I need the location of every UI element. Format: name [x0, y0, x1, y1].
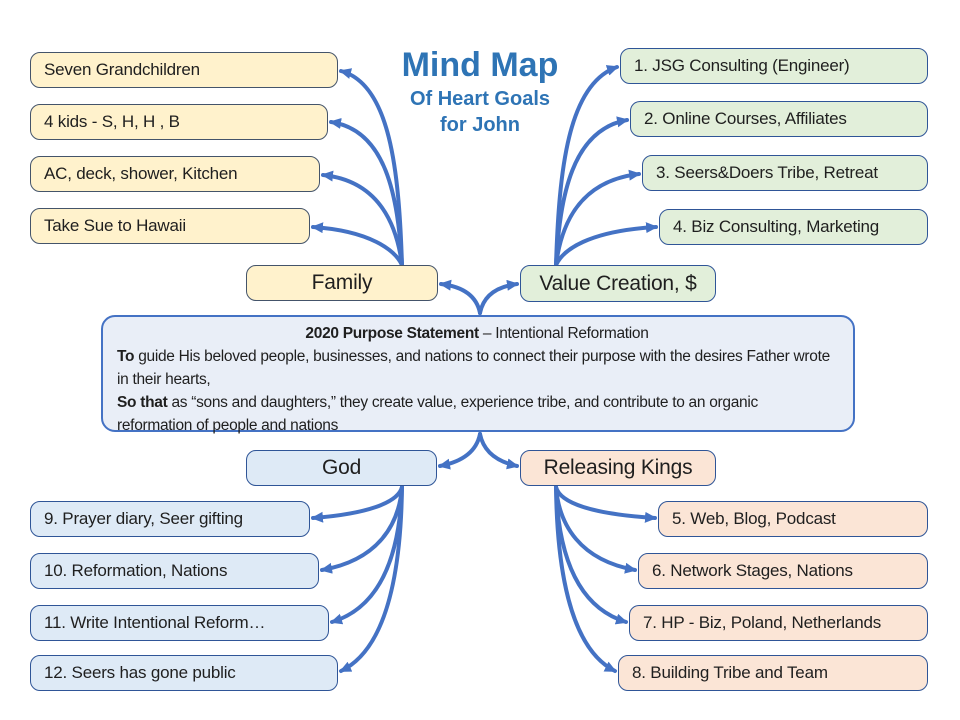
hub-releasing-kings: Releasing Kings: [520, 450, 716, 486]
hub-family: Family: [246, 265, 438, 301]
page-subtitle-line1: Of Heart Goals: [409, 88, 551, 110]
node-take-sue-to-hawaii: Take Sue to Hawaii: [30, 208, 310, 244]
node-write-intentional-reform: 11. Write Intentional Reform…: [30, 605, 329, 641]
purpose-statement-box: 2020 Purpose Statement – Intentional Ref…: [101, 315, 855, 434]
purpose-so-rest: as “sons and daughters,” they create val…: [117, 394, 758, 434]
node-four-kids: 4 kids - S, H, H , B: [30, 104, 328, 140]
arrow-rk-to-item8: [554, 485, 617, 673]
node-seers-doers-tribe: 3. Seers&Doers Tribe, Retreat: [642, 155, 928, 191]
arrow-god-to-item12: [339, 485, 404, 673]
purpose-heading: 2020 Purpose Statement – Intentional Ref…: [117, 322, 837, 345]
node-seers-gone-public: 12. Seers has gone public: [30, 655, 338, 691]
title-block: Mind Map Of Heart Goals for John: [320, 44, 640, 138]
purpose-so-bold: So that: [117, 394, 168, 411]
arrow-value-to-item4: [554, 222, 658, 267]
arrow-value-to-item2: [554, 116, 629, 267]
purpose-so-line: So that as “sons and daughters,” they cr…: [117, 391, 837, 437]
node-reformation-nations: 10. Reformation, Nations: [30, 553, 319, 589]
node-building-tribe-team: 8. Building Tribe and Team: [618, 655, 928, 691]
purpose-to-bold: To: [117, 348, 135, 365]
arrow-family-to-item4: [311, 222, 404, 267]
purpose-heading-rest: – Intentional Reformation: [478, 325, 649, 342]
arrow-rk-to-item5: [554, 485, 657, 523]
node-biz-consulting: 4. Biz Consulting, Marketing: [659, 209, 928, 245]
node-network-stages: 6. Network Stages, Nations: [638, 553, 928, 589]
arrow-family-to-item3: [321, 170, 404, 267]
arrow-purpose-to-god: [438, 432, 482, 470]
arrow-purpose-to-value: [478, 279, 519, 315]
node-seven-grandchildren: Seven Grandchildren: [30, 52, 338, 88]
page-subtitle-line2: for John: [440, 114, 520, 136]
node-web-blog-podcast: 5. Web, Blog, Podcast: [658, 501, 928, 537]
purpose-to-line: To guide His beloved people, businesses,…: [117, 345, 837, 391]
node-hp-biz-poland-netherlands: 7. HP - Biz, Poland, Netherlands: [629, 605, 928, 641]
node-ac-deck-shower-kitchen: AC, deck, shower, Kitchen: [30, 156, 320, 192]
node-online-courses: 2. Online Courses, Affiliates: [630, 101, 928, 137]
page-title: Mind Map: [401, 46, 559, 84]
arrow-god-to-item9: [311, 485, 404, 523]
node-prayer-diary: 9. Prayer diary, Seer gifting: [30, 501, 310, 537]
hub-god: God: [246, 450, 437, 486]
arrow-purpose-to-family: [439, 279, 482, 315]
arrow-family-to-item2: [329, 118, 404, 267]
purpose-to-rest: guide His beloved people, businesses, an…: [117, 348, 830, 388]
arrow-purpose-to-releasing-kings: [478, 432, 519, 470]
arrow-value-to-item3: [554, 169, 641, 267]
node-jsg-consulting: 1. JSG Consulting (Engineer): [620, 48, 928, 84]
purpose-heading-bold: 2020 Purpose Statement: [305, 325, 479, 342]
hub-value-creation: Value Creation, $: [520, 265, 716, 302]
